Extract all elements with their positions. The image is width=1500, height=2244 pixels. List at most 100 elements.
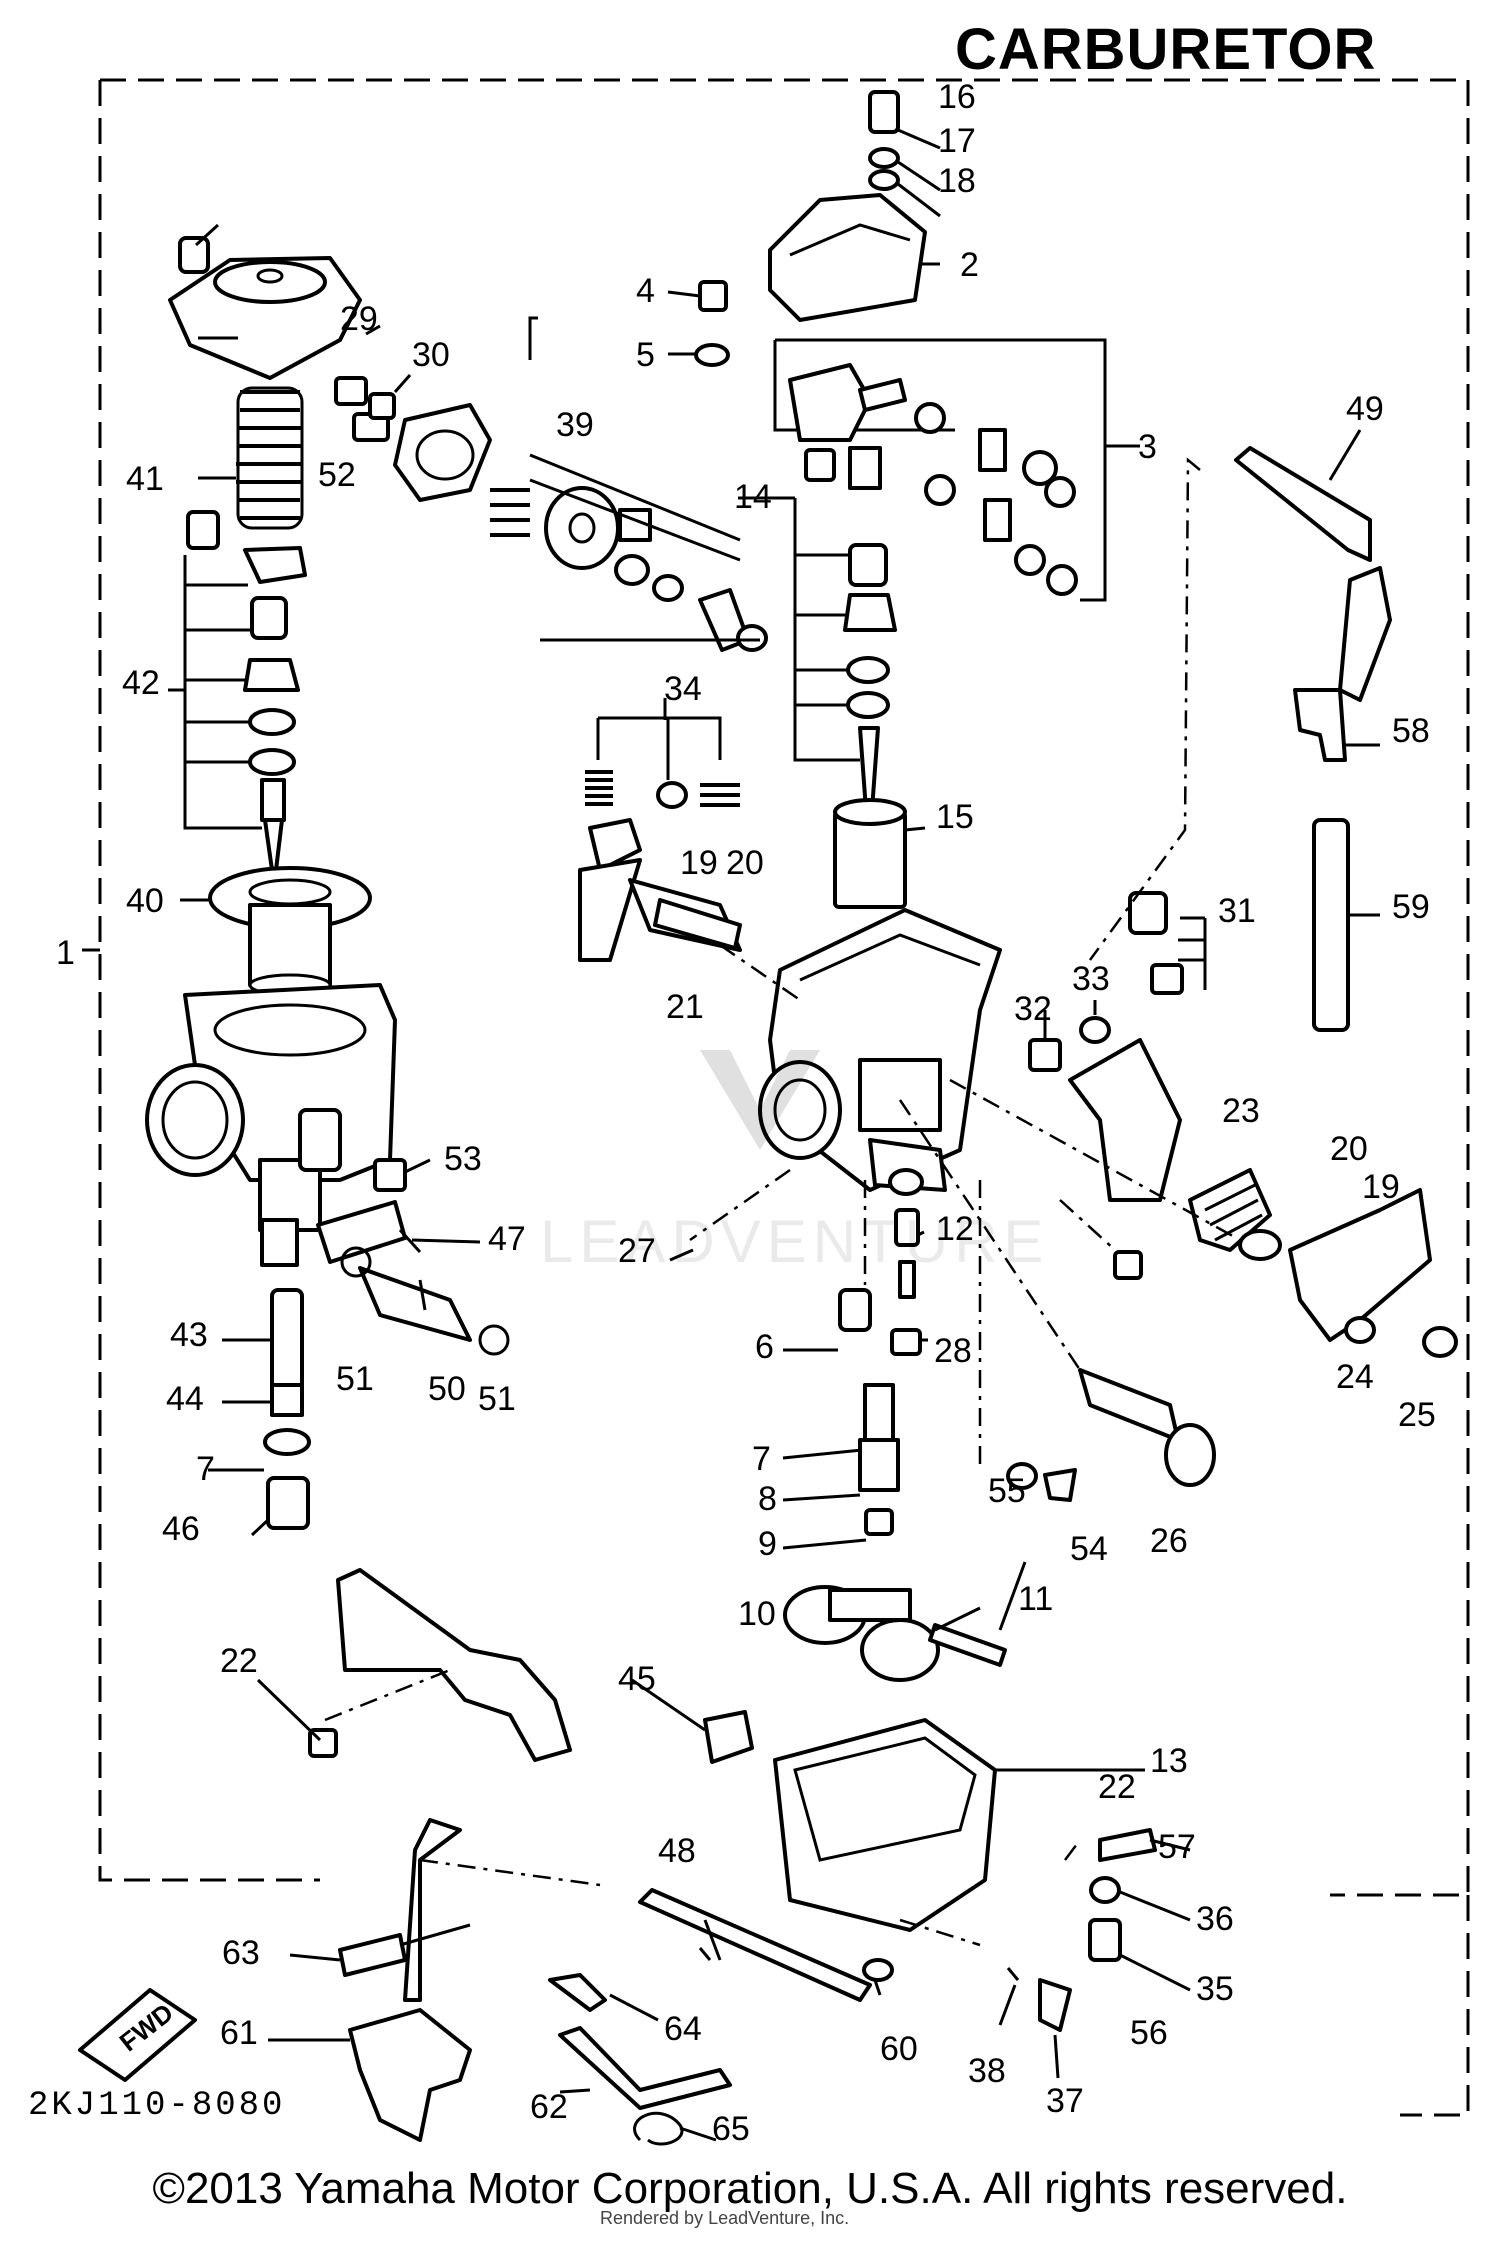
part-54-55-screws	[1006, 1462, 1077, 1502]
callout-26: 26	[1150, 1522, 1188, 1560]
callout-52: 52	[318, 456, 356, 494]
callout-24: 24	[1336, 1358, 1374, 1396]
callout-31: 31	[1218, 892, 1256, 930]
callout-17: 17	[938, 122, 976, 160]
callout-10: 10	[738, 1595, 776, 1633]
callout-54: 54	[1070, 1530, 1108, 1568]
copyright-notice: ©2013 Yamaha Motor Corporation, U.S.A. A…	[152, 2164, 1348, 2213]
callout-47: 47	[488, 1220, 526, 1258]
part-53-screw	[373, 1158, 407, 1192]
callout-51: 51	[478, 1380, 516, 1418]
callout-36: 36	[1196, 1900, 1234, 1938]
callout-4: 4	[636, 272, 655, 310]
part-40-piston-valve	[208, 866, 372, 997]
callout-5: 5	[636, 336, 655, 374]
part-19-20-lever-right	[1238, 1188, 1432, 1342]
callout-16: 16	[938, 78, 976, 116]
callout-25: 25	[1398, 1396, 1436, 1434]
callout-30: 30	[412, 336, 450, 374]
callout-1: 1	[56, 934, 75, 972]
callout-57: 57	[1158, 1828, 1196, 1866]
part-58-fitting	[1293, 688, 1347, 762]
callout-55: 55	[988, 1472, 1026, 1510]
part-56-diaphragm-cover	[168, 236, 362, 380]
part-3-throttle-kit	[773, 338, 1107, 602]
part-57-36-35-screws	[1088, 1828, 1157, 1962]
part-47-hose	[316, 1200, 407, 1264]
leadventure-watermark-logo	[700, 1050, 820, 1150]
callout-18: 18	[938, 162, 976, 200]
callout-2: 2	[960, 246, 979, 284]
callout-19: 19	[1362, 1168, 1400, 1206]
part-31-32-33-bracket	[1028, 891, 1184, 1202]
callout-41: 41	[126, 460, 164, 498]
callout-3: 3	[1138, 428, 1157, 466]
part-38-37-60-drain	[862, 1958, 1072, 2032]
part-19-20-21-throttle-shaft	[578, 818, 742, 962]
callout-11: 11	[1018, 1580, 1053, 1618]
callout-15: 15	[936, 798, 974, 836]
callout-48: 48	[658, 1832, 696, 1870]
part-22-screw-right	[1113, 1250, 1143, 1280]
callout-38: 38	[968, 2052, 1006, 2090]
part-48-hose	[638, 1888, 872, 2002]
callout-34: 34	[664, 670, 702, 708]
part-10-float	[783, 1585, 940, 1682]
callout-64: 64	[664, 2010, 702, 2048]
callout-53: 53	[444, 1140, 482, 1178]
callout-23: 23	[1222, 1092, 1260, 1130]
assembly-boundary	[98, 78, 1470, 1897]
callout-51: 51	[336, 1360, 374, 1398]
callout-20: 20	[726, 844, 764, 882]
part-34-pilot-screw-set	[585, 716, 740, 809]
callout-20: 20	[1330, 1130, 1368, 1168]
alignment-lines	[324, 457, 1241, 1947]
rendered-by-text: Rendered by LeadVenture, Inc.	[600, 2208, 850, 2228]
part-2-cover	[768, 90, 927, 322]
callout-58: 58	[1392, 712, 1430, 750]
part-43-44-46-jets-left	[263, 1288, 311, 1530]
callout-59: 59	[1392, 888, 1430, 926]
callout-39: 39	[556, 406, 594, 444]
part-29-30-52-screws	[334, 376, 396, 442]
part-1-carburetor-body-left	[145, 983, 397, 1267]
callout-65: 65	[712, 2110, 750, 2148]
callout-21: 21	[666, 988, 704, 1026]
part-39-starter-plunger-set	[393, 403, 768, 652]
part-51-clips	[340, 1246, 510, 1356]
callout-37: 37	[1046, 2082, 1084, 2120]
part-62-64-hose	[548, 1973, 732, 2110]
callout-27: 27	[618, 1232, 656, 1270]
callout-63: 63	[222, 1934, 260, 1972]
part-24-25-washer-nut	[1344, 1316, 1458, 1358]
callout-7: 7	[196, 1450, 215, 1488]
part-65-clip	[633, 2111, 684, 2146]
callout-7: 7	[752, 1440, 771, 1478]
callout-35: 35	[1196, 1970, 1234, 2008]
part-26-screw	[1078, 1368, 1216, 1487]
part-22-bracket-left	[308, 1568, 572, 1762]
callout-28: 28	[934, 1332, 972, 1370]
part-11-pin	[928, 1623, 1007, 1667]
part-12-jet-set	[888, 1168, 924, 1356]
part-49-hose	[1234, 446, 1392, 702]
diagram-code: 2KJ110-8080	[28, 2087, 286, 2125]
callout-44: 44	[166, 1380, 204, 1418]
callout-8: 8	[758, 1480, 777, 1518]
callout-40: 40	[126, 882, 164, 920]
callout-6: 6	[755, 1328, 774, 1366]
callout-32: 32	[1014, 990, 1052, 1028]
callout-9: 9	[758, 1525, 777, 1563]
callout-46: 46	[162, 1510, 200, 1548]
callout-22: 22	[220, 1642, 258, 1680]
part-6-7-8-9-jets	[838, 1288, 900, 1536]
callout-19: 19	[680, 844, 718, 882]
part-1-carburetor-body-right	[758, 908, 1002, 1192]
part-50-hose	[358, 1266, 472, 1342]
callout-45: 45	[618, 1660, 656, 1698]
callout-60: 60	[880, 2030, 918, 2068]
callout-29: 29	[340, 300, 378, 338]
part-13-float-chamber	[773, 1718, 997, 1932]
